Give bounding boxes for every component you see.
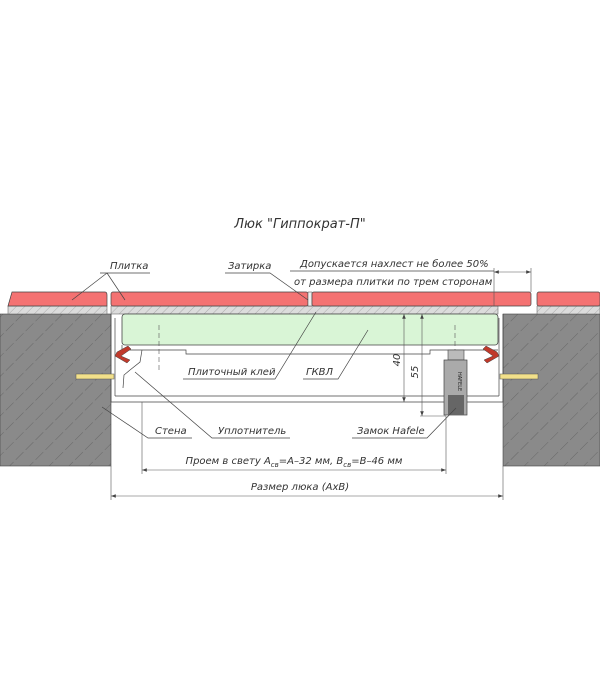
tile-left <box>7 291 108 307</box>
label-gypsum-board: ГКВЛ <box>306 367 334 378</box>
overlap-note-line1: Допускается нахлест не более 50% <box>299 258 489 270</box>
dim-40-label: 40 <box>392 354 403 367</box>
aluminum-frame <box>110 314 504 403</box>
screw-right <box>499 373 539 380</box>
hatch-size-label: Размер люка (AxB) <box>251 482 349 493</box>
gypsum-board <box>121 313 499 346</box>
hinge <box>122 349 143 389</box>
adhesive-left <box>7 305 108 315</box>
lock-brand-text: HAFELE <box>456 372 462 391</box>
grout-joint <box>307 291 313 307</box>
screw-left <box>75 373 115 380</box>
label-seal: Уплотнитель <box>218 426 286 437</box>
label-tile-adhesive: Плиточный клей <box>188 367 276 378</box>
leader-board <box>303 329 369 380</box>
leader-wall <box>101 406 192 439</box>
leader-lock <box>352 407 457 439</box>
tile-door-2 <box>311 291 532 307</box>
adhesive-right <box>536 305 600 315</box>
hafele-lock: HAFELE <box>443 349 468 416</box>
door-tray <box>121 345 498 355</box>
leader-adhesive <box>183 311 317 380</box>
dim-55-label: 55 <box>410 366 421 379</box>
tile-door-1 <box>110 291 309 307</box>
wall-right <box>502 313 600 467</box>
leader-grout <box>225 272 309 301</box>
label-tile: Плитка <box>110 261 148 272</box>
leader-seal <box>134 371 290 439</box>
wall-left <box>0 313 112 467</box>
leader-tile <box>71 272 150 301</box>
tile-right <box>536 291 600 307</box>
diagram-title: Люк "Гиппократ-П" <box>233 217 365 232</box>
label-lock: Замок Hafele <box>357 426 425 437</box>
label-grout: Затирка <box>228 261 271 272</box>
opening-label: Проем в свету Aсв=A–32 мм, Bсв=B–46 мм <box>186 456 403 469</box>
seal-right <box>482 345 500 364</box>
overlap-note-line2: от размера плитки по трем сторонам <box>294 277 493 288</box>
adhesive-door <box>110 305 499 315</box>
label-wall: Стена <box>155 426 187 437</box>
seal-left <box>114 345 132 364</box>
